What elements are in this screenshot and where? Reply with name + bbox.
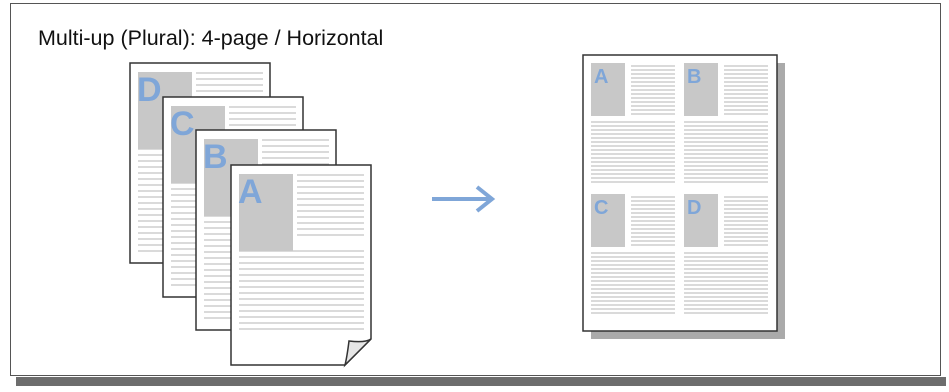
page-curl <box>343 338 372 368</box>
output-page: A B C D <box>582 54 785 339</box>
page-letter: D <box>137 71 162 109</box>
image-block <box>684 194 718 247</box>
cell-letter: D <box>687 197 701 219</box>
page-letter: A <box>238 173 263 211</box>
image-block <box>591 194 625 247</box>
output-cell-a: A <box>591 63 675 183</box>
output-cell-b: B <box>684 63 768 183</box>
source-page-a: A <box>230 164 372 368</box>
page-letter: B <box>203 138 228 176</box>
frame-shadow <box>16 377 946 386</box>
image-block <box>591 63 625 116</box>
image-block <box>239 174 293 251</box>
page-letter: C <box>170 105 195 143</box>
output-cell-d: D <box>684 194 768 314</box>
cell-letter: C <box>594 197 608 219</box>
cell-letter: A <box>594 66 608 88</box>
diagram-title: Multi-up (Plural): 4-page / Horizontal <box>38 26 384 50</box>
cell-letter: B <box>687 66 701 88</box>
image-block <box>684 63 718 116</box>
output-cell-c: C <box>591 194 675 314</box>
arrow-head <box>475 185 496 213</box>
